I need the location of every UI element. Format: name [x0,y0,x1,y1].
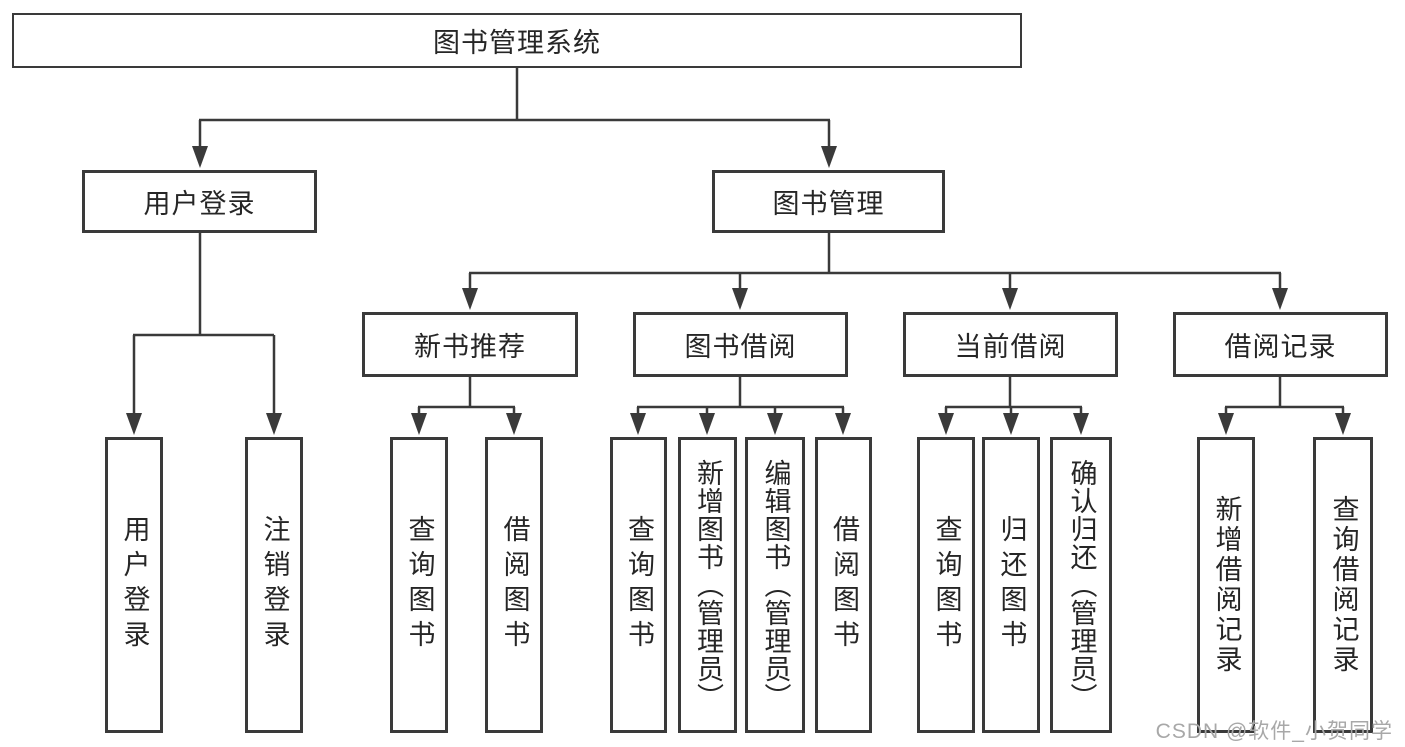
leaf-borrow-books-recommend: 借阅图书 [485,437,543,733]
leaf-query-borrow-record: 查询借阅记录 [1313,437,1373,733]
leaf-label: 归还图书 [996,515,1027,655]
leaf-label: 确认归还（管理员） [1066,459,1097,711]
leaf-label: 借阅图书 [499,515,530,655]
leaf-label: 借阅图书 [829,515,859,655]
node-label: 图书管理 [772,189,885,219]
node-user-login-branch: 用户登录 [82,170,317,233]
leaf-label: 查询借阅记录 [1328,495,1359,675]
node-book-management: 图书管理 [712,170,945,233]
node-label: 借阅记录 [1224,332,1337,362]
node-current-borrowing: 当前借阅 [903,312,1118,377]
leaf-label: 查询图书 [624,515,654,655]
watermark: CSDN @软件_小贺同学 [1155,720,1393,743]
leaf-label: 用户登录 [119,515,150,655]
leaf-return-books: 归还图书 [982,437,1040,733]
node-borrowing-records: 借阅记录 [1173,312,1388,377]
leaf-borrow-books: 借阅图书 [815,437,872,733]
node-root: 图书管理系统 [12,13,1022,68]
leaf-label: 新增借阅记录 [1211,495,1242,675]
leaf-query-books-borrowing: 查询图书 [610,437,667,733]
leaf-user-login: 用户登录 [105,437,163,733]
leaf-label: 查询图书 [404,515,435,655]
node-label: 当前借阅 [954,332,1067,362]
leaf-logout-login: 注销登录 [245,437,303,733]
node-book-borrowing: 图书借阅 [633,312,848,377]
leaf-confirm-return-admin: 确认归还（管理员） [1050,437,1112,733]
node-label: 图书借阅 [684,332,797,362]
leaf-add-borrow-record: 新增借阅记录 [1197,437,1255,733]
leaf-query-books-recommend: 查询图书 [390,437,448,733]
node-new-book-recommend: 新书推荐 [362,312,578,377]
leaf-edit-books-admin: 编辑图书（管理员） [745,437,805,733]
leaf-add-books-admin: 新增图书（管理员） [678,437,737,733]
leaf-query-books-current: 查询图书 [917,437,975,733]
node-root-label: 图书管理系统 [433,28,601,58]
leaf-label: 编辑图书（管理员） [760,459,791,711]
leaf-label: 查询图书 [931,515,962,655]
node-label: 新书推荐 [414,332,526,362]
leaf-label: 新增图书（管理员） [693,459,723,711]
node-label: 用户登录 [143,189,256,219]
leaf-label: 注销登录 [259,515,290,655]
